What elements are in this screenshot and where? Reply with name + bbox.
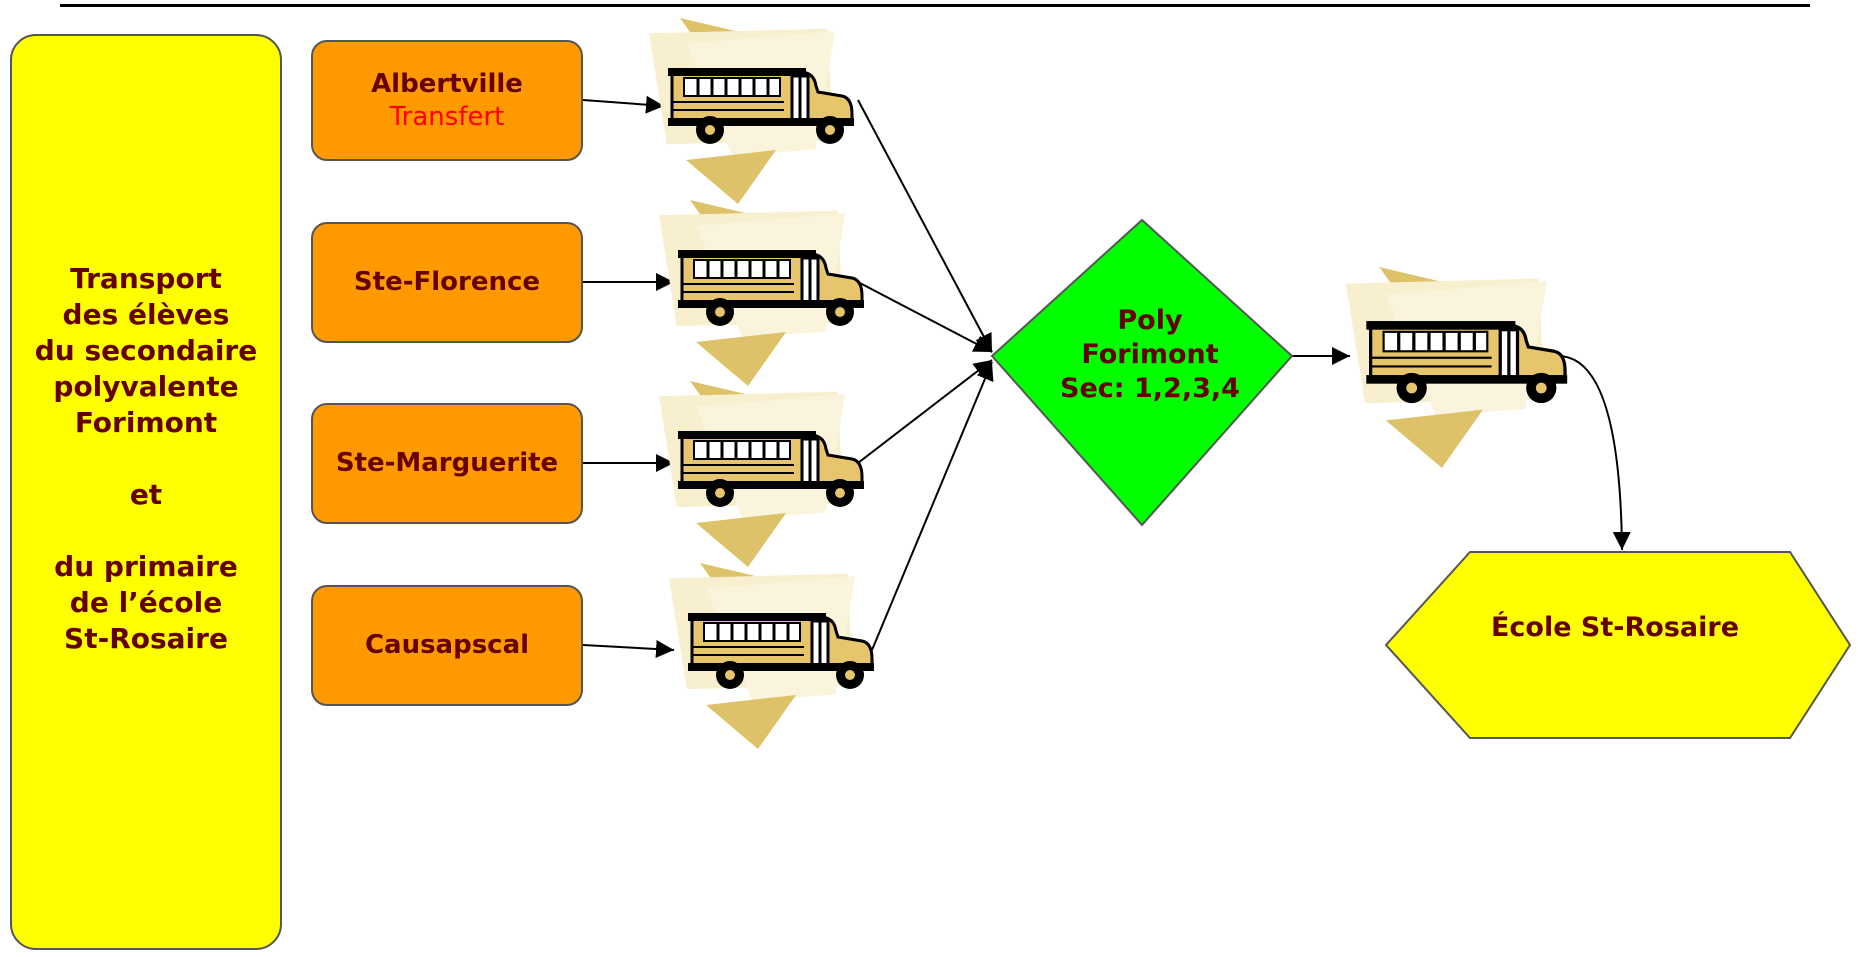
destination-label: École St-Rosaire: [1490, 612, 1740, 643]
title-line-10: de l’école: [69, 586, 223, 619]
school-bus-icon: [657, 369, 874, 569]
arrow-albertville-bus: [582, 95, 665, 114]
arrow-bus-destination: [1557, 355, 1631, 551]
title-line-4: polyvalente: [53, 370, 239, 403]
source-albertville: Albertville Transfert: [311, 40, 583, 161]
source-label: Ste-Marguerite: [335, 448, 559, 478]
source-sublabel: Transfert: [389, 101, 505, 132]
title-line-11: St-Rosaire: [64, 622, 228, 655]
school-bus-icon: [657, 188, 874, 388]
source-label: Causapscal: [364, 630, 530, 660]
arrow-bus2-hub: [857, 281, 993, 353]
title-line-3: du secondaire: [34, 334, 258, 367]
hub-line-1: Poly: [1117, 305, 1183, 336]
hub-diamond: [990, 218, 1294, 527]
title-line-7: et: [129, 478, 163, 511]
arrow-bus4-hub: [871, 361, 994, 651]
title-line-5: Forimont: [74, 406, 218, 439]
arrow-causapscal-bus: [582, 640, 675, 658]
hub-line-3: Sec: 1,2,3,4: [1060, 373, 1240, 404]
title-line-2: des élèves: [62, 298, 230, 331]
title-panel: Transport des élèves du secondaire polyv…: [10, 34, 282, 950]
top-rule: [60, 4, 1810, 7]
hub-line-2: Forimont: [1081, 339, 1219, 370]
hub-label: Poly Forimont Sec: 1,2,3,4: [1000, 304, 1300, 406]
destination-hexagon: [1384, 551, 1852, 739]
title-line-1: Transport: [70, 262, 222, 295]
school-bus-icon: [1344, 254, 1578, 470]
school-bus-icon: [667, 551, 884, 751]
source-ste-marguerite: Ste-Marguerite: [311, 403, 583, 524]
source-label: Albertville: [371, 68, 523, 99]
title-line-9: du primaire: [54, 550, 238, 583]
school-bus-icon: [647, 6, 864, 206]
arrow-bus1-hub: [857, 99, 993, 353]
source-label: Ste-Florence: [353, 267, 541, 297]
source-ste-florence: Ste-Florence: [311, 222, 583, 343]
title-text: Transport des élèves du secondaire polyv…: [12, 261, 280, 657]
arrow-bus3-hub: [857, 359, 993, 464]
source-causapscal: Causapscal: [311, 585, 583, 706]
